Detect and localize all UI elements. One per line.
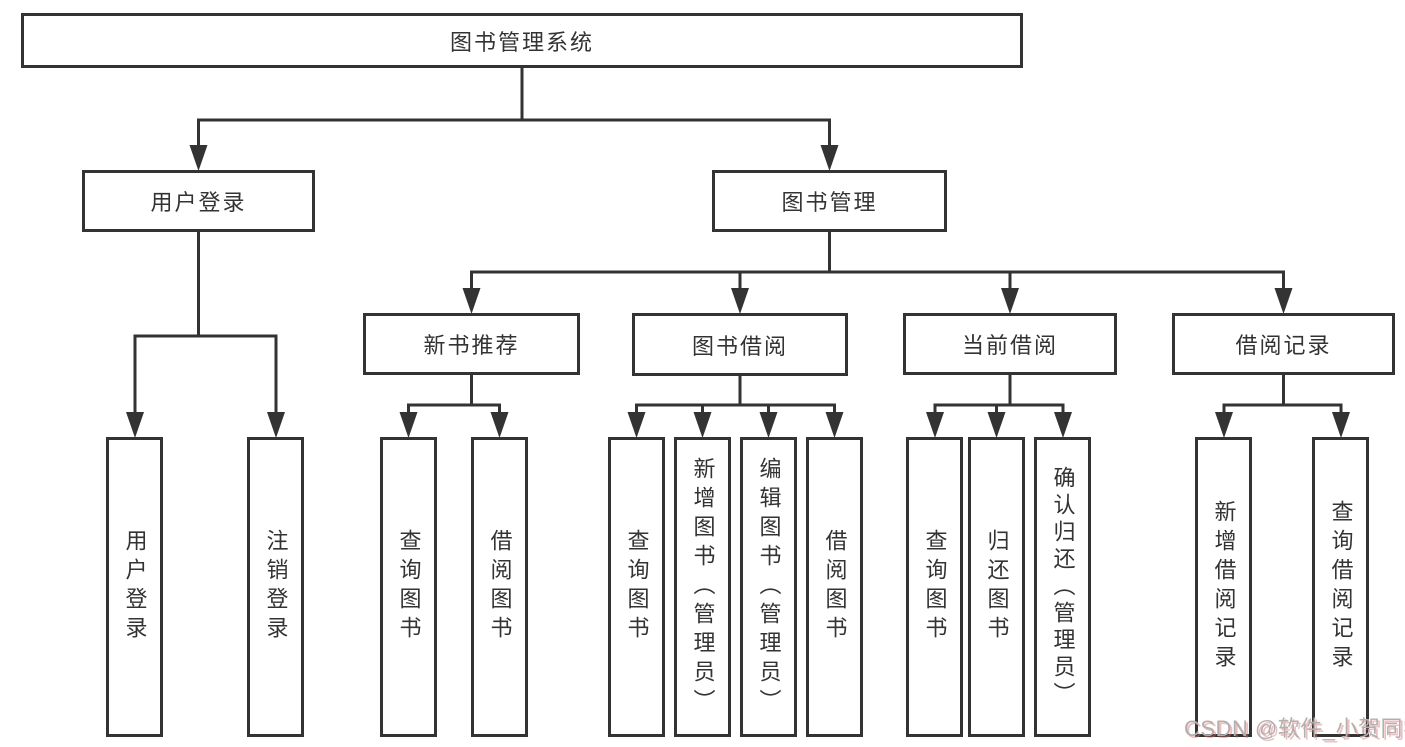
arrow-down-icon [1274,288,1293,314]
connector-line [470,230,1285,290]
arrow-down-icon [1215,412,1233,438]
connector-line [133,230,278,414]
leaf-current-query-book: 查询图书 [906,437,963,737]
leaf-label: 查询图书 [922,529,948,645]
arrow-down-icon [731,288,749,314]
arrow-down-icon [627,412,646,438]
arrow-down-icon [267,412,285,438]
arrow-down-icon [1054,412,1072,438]
leaf-records-query-record: 查询借阅记录 [1312,437,1369,737]
watermark: CSDN @软件_小贺同学 [1184,716,1405,741]
leaf-borrow-query-book: 查询图书 [608,437,665,737]
connector-line [1222,373,1343,414]
connector-line [635,374,836,414]
arrow-down-icon [693,412,712,438]
node-current-borrow: 当前借阅 [903,313,1117,375]
connector-line [933,373,1065,414]
node-book-mgmt: 图书管理 [712,170,947,232]
leaf-label: 归还图书 [984,529,1010,645]
connector-new-book-rec-children [399,373,509,438]
leaf-logout: 注销登录 [247,437,304,737]
arrow-down-icon [126,412,144,438]
connector-current-borrow-children [926,373,1072,438]
leaf-label: 新增图书（管理员） [690,456,716,718]
node-book-borrow: 图书借阅 [632,313,848,376]
leaf-rec-borrow-book: 借阅图书 [471,437,528,737]
connector-book-mgmt-children [462,230,1293,314]
arrow-down-icon [759,412,778,438]
node-new-book-rec-label: 新书推荐 [423,333,520,358]
leaf-label: 注销登录 [263,529,289,645]
node-current-borrow-label: 当前借阅 [961,333,1058,358]
node-user-login-label: 用户登录 [150,190,247,215]
arrow-down-icon [1001,288,1019,314]
leaf-current-confirm-return-admin: 确认归还（管理员） [1034,437,1091,737]
leaf-label: 借阅图书 [487,529,513,645]
node-user-login: 用户登录 [82,170,315,232]
leaf-label: 确认归还（管理员） [1050,465,1076,709]
node-borrow-records-label: 借阅记录 [1235,333,1332,358]
leaf-current-return-book: 归还图书 [968,437,1025,737]
leaf-borrow-add-book-admin: 新增图书（管理员） [674,437,731,737]
leaf-rec-query-book: 查询图书 [380,437,437,737]
connector-line [197,66,831,147]
leaf-label: 新增借阅记录 [1211,500,1237,674]
connector-borrow-records-children [1215,373,1350,438]
leaf-borrow-borrow-book: 借阅图书 [806,437,863,737]
node-book-mgmt-label: 图书管理 [781,190,878,215]
node-root-label: 图书管理系统 [449,29,594,55]
leaf-label: 编辑图书（管理员） [756,456,782,718]
leaf-label: 借阅图书 [822,529,848,645]
arrow-down-icon [1332,412,1350,438]
arrow-down-icon [926,412,944,438]
arrow-down-icon [189,145,208,171]
arrow-down-icon [820,145,839,171]
arrow-down-icon [987,412,1006,438]
leaf-borrow-edit-book-admin: 编辑图书（管理员） [740,437,797,737]
connector-user-login-children [126,230,285,438]
leaf-label: 查询图书 [624,529,650,645]
leaf-user-login: 用户登录 [106,437,163,737]
connector-book-borrow-children [627,374,844,438]
leaf-records-add-record: 新增借阅记录 [1195,437,1252,737]
node-root: 图书管理系统 [21,13,1023,68]
arrow-down-icon [399,412,418,438]
leaf-label: 查询图书 [396,529,422,645]
node-borrow-records: 借阅记录 [1172,313,1395,375]
connector-line [407,373,501,414]
arrow-down-icon [490,412,509,438]
node-new-book-rec: 新书推荐 [363,313,580,375]
node-book-borrow-label: 图书借阅 [691,333,788,359]
arrow-down-icon [462,288,481,314]
leaf-label: 用户登录 [122,529,148,645]
connector-root-to-level2 [189,66,839,171]
leaf-label: 查询借阅记录 [1328,500,1354,674]
arrow-down-icon [825,412,844,438]
